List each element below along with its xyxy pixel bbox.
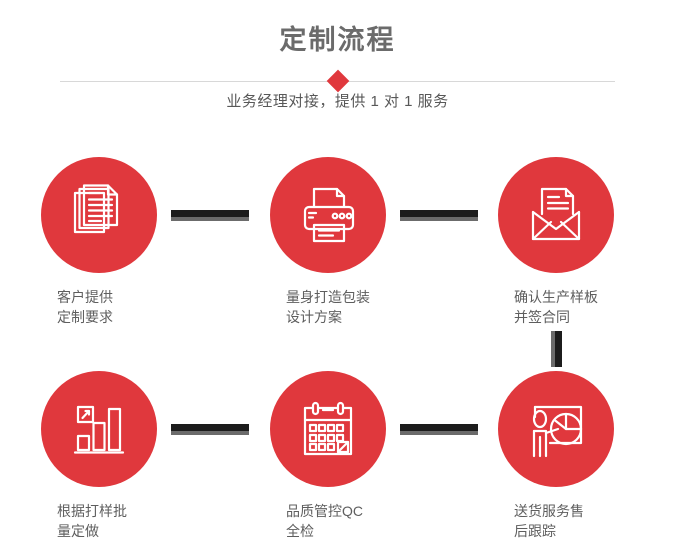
page-header: 定制流程 业务经理对接，提供 1 对 1 服务 [0, 0, 675, 135]
step-4-label: 根据打样批 量定做 [57, 503, 127, 539]
step-3-circle [498, 157, 614, 273]
connector-bar [171, 424, 249, 431]
connector-step2-step3 [400, 210, 478, 221]
step-1-label: 客户提供 定制要求 [57, 289, 113, 325]
presenter-pie-chart-icon [525, 398, 587, 460]
bar-chart-growth-icon [68, 398, 130, 460]
step-6-label: 送货服务售 后跟踪 [514, 503, 584, 539]
printer-icon [297, 184, 359, 246]
connector-bar [400, 424, 478, 431]
diamond-icon [326, 69, 349, 93]
step-2-label: 量身打造包装 设计方案 [286, 289, 370, 325]
connector-step5-step6 [400, 424, 478, 435]
step-2-circle [270, 157, 386, 273]
documents-stack-icon [68, 184, 130, 246]
connector-bar [400, 210, 478, 217]
calendar-icon [297, 398, 359, 460]
step-6-circle [498, 371, 614, 487]
connector-bar [555, 331, 562, 367]
connector-step4-step5 [171, 424, 249, 435]
connector-step3-step6 [551, 331, 562, 367]
open-envelope-letter-icon [525, 184, 587, 246]
connector-bar [171, 210, 249, 217]
step-5-circle [270, 371, 386, 487]
process-flow-diagram: 客户提供 定制要求 [0, 135, 675, 550]
step-1-circle [41, 157, 157, 273]
connector-step1-step2 [171, 210, 249, 221]
connector-shadow [551, 331, 555, 367]
page-title: 定制流程 [279, 25, 396, 55]
step-3-label: 确认生产样板 并签合同 [514, 289, 598, 325]
connector-shadow [171, 217, 249, 221]
connector-shadow [400, 431, 478, 435]
step-5-label: 品质管控QC 全检 [286, 503, 363, 539]
connector-shadow [171, 431, 249, 435]
page-subtitle: 业务经理对接，提供 1 对 1 服务 [226, 93, 449, 110]
title-divider [60, 69, 615, 93]
connector-shadow [400, 217, 478, 221]
step-4-circle [41, 371, 157, 487]
